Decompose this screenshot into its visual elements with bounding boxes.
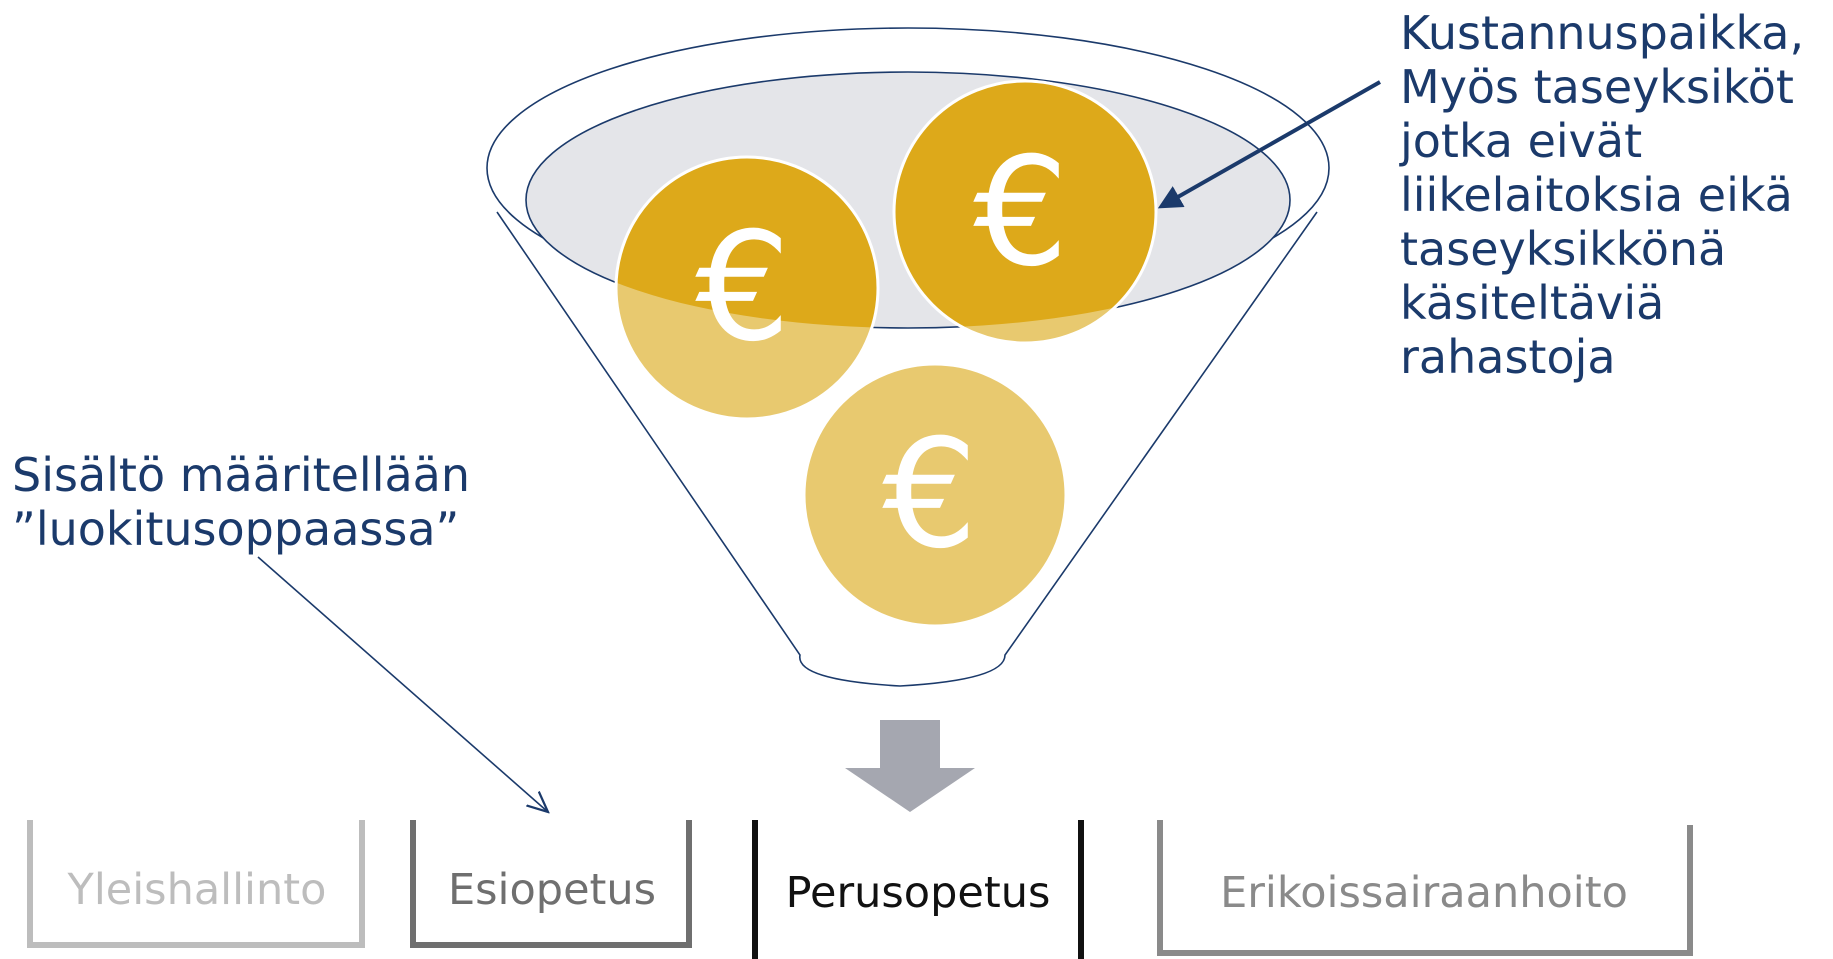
category-bin-erikoissairaanhoito: Erikoissairaanhoito: [1157, 820, 1693, 956]
callout-line: Kustannuspaikka,: [1400, 6, 1805, 60]
category-bin-yleishallinto: Yleishallinto: [27, 820, 365, 948]
euro-icon: €: [973, 126, 1068, 300]
coin-left: €: [614, 155, 880, 421]
callout-left-text: Sisältö määritellään ”luokitusoppaassa”: [12, 448, 512, 556]
funnel-body: [496, 211, 1318, 687]
callout-line: ”luokitusoppaassa”: [12, 502, 460, 556]
category-label: Perusopetus: [786, 868, 1051, 918]
category-label: Yleishallinto: [67, 865, 327, 915]
euro-icon: €: [882, 408, 977, 582]
down-arrow-icon: [845, 720, 975, 812]
callout-line: käsiteltäviä: [1400, 276, 1665, 330]
coin-bottom: €: [802, 362, 1068, 628]
category-bin-esiopetus: Esiopetus: [410, 820, 692, 948]
category-bins: Yleishallinto Esiopetus Perusopetus Erik…: [27, 820, 1693, 959]
callout-left-arrow: [257, 556, 548, 812]
category-label: Esiopetus: [448, 865, 656, 915]
callout-line: jotka eivät: [1400, 114, 1643, 168]
coin-right: €: [892, 79, 1158, 345]
euro-icon: €: [695, 201, 790, 375]
callout-line: rahastoja: [1400, 330, 1616, 384]
category-bin-perusopetus: Perusopetus: [752, 820, 1084, 959]
callout-line: Myös taseyksiköt: [1400, 60, 1794, 114]
category-label: Erikoissairaanhoito: [1220, 868, 1628, 918]
callout-line: liikelaitoksia eikä: [1400, 168, 1793, 222]
callout-right-text: Kustannuspaikka, Myös taseyksiköt jotka …: [1400, 6, 1830, 384]
callout-line: taseyksikkönä: [1400, 222, 1727, 276]
callout-right-arrow: [1157, 80, 1381, 209]
callout-line: Sisältö määritellään: [12, 448, 471, 502]
